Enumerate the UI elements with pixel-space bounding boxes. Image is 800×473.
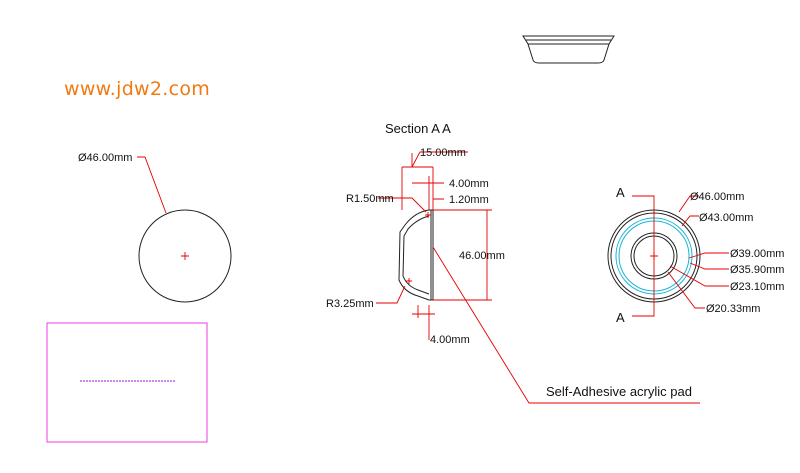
side-thumbnail bbox=[522, 35, 615, 64]
section-dim-thickness: 1.20mm bbox=[449, 194, 489, 206]
section-dim-width: 15.00mm bbox=[420, 147, 466, 159]
front-diameter-label: Ø46.00mm bbox=[78, 152, 132, 164]
front-view: Ø46.00mm bbox=[78, 152, 232, 303]
top-dim-1: Ø43.00mm bbox=[699, 212, 753, 224]
front-leader bbox=[137, 156, 167, 214]
section-view: Section A A 15.00mm 4.00mm 1.20mm 46.00m… bbox=[326, 121, 700, 404]
section-marker-bottom: A bbox=[616, 310, 625, 325]
section-dim-height: 46.00mm bbox=[459, 250, 505, 262]
title-frame bbox=[46, 322, 208, 443]
section-title: Section A A bbox=[385, 121, 451, 136]
section-dim-top: 4.00mm bbox=[449, 178, 489, 190]
front-outline-circle bbox=[138, 209, 232, 303]
top-dim-2: Ø39.00mm bbox=[730, 248, 784, 260]
top-dim-5: Ø20.33mm bbox=[706, 303, 760, 315]
section-radius-top: R1.50mm bbox=[346, 193, 394, 205]
section-dim-bottom: 4.00mm bbox=[430, 334, 470, 346]
top-dim-3: Ø35.90mm bbox=[730, 264, 784, 276]
top-view: A A Ø46.00mm Ø43.00mm Ø39.00mm Ø35.90mm … bbox=[607, 185, 784, 325]
top-dim-4: Ø23.10mm bbox=[730, 281, 784, 293]
watermark-logo-text: www.jdw2.com bbox=[64, 78, 211, 100]
top-dim-0: Ø46.00mm bbox=[690, 191, 744, 203]
front-center-mark bbox=[181, 252, 189, 260]
section-marker-top: A bbox=[616, 185, 625, 200]
pad-callout-label: Self-Adhesive acrylic pad bbox=[546, 384, 692, 399]
section-radius-bottom: R3.25mm bbox=[326, 298, 374, 310]
